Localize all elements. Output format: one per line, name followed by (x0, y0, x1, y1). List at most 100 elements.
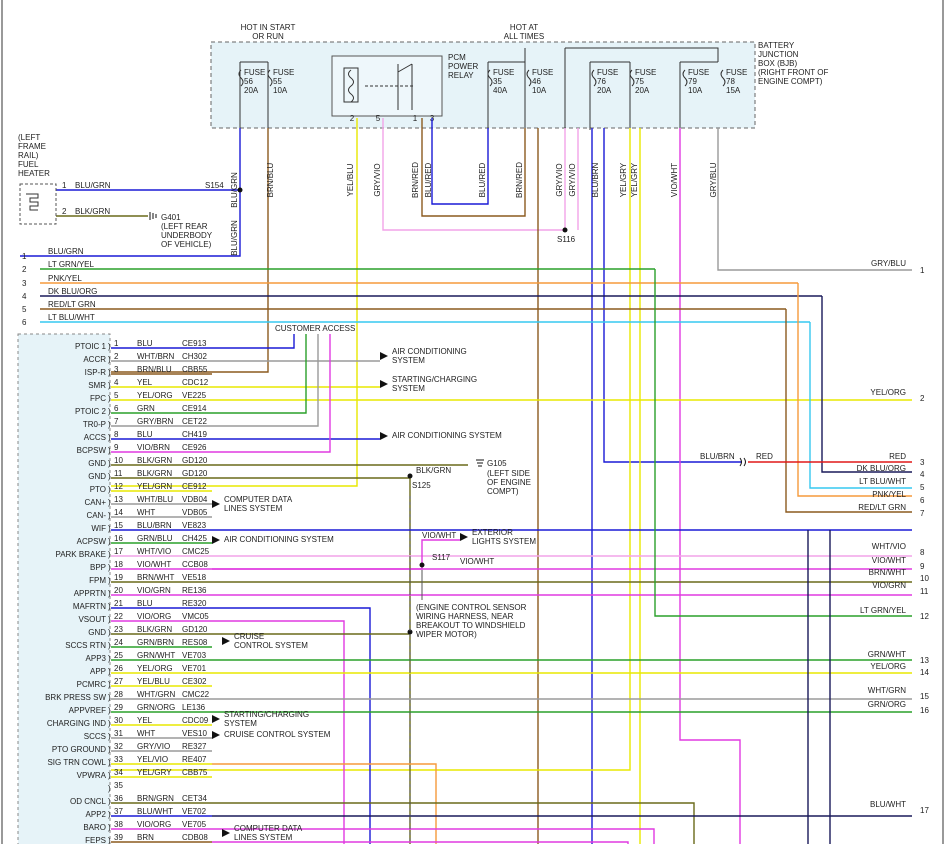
g105-desc-line: (LEFT SIDE (487, 469, 530, 478)
wire (212, 334, 307, 414)
pcm-pin-bracket: ) (108, 420, 111, 429)
pcm-circuit-id: GD120 (182, 469, 208, 478)
vertical-wire-label: GRY/VIO (555, 163, 564, 196)
fuse-number: 35 (493, 77, 502, 86)
wire-gry-vio-s116 (382, 118, 566, 231)
fuse-word: FUSE (635, 68, 656, 77)
relay-coil (343, 63, 415, 110)
pcm-wire-color: BRN/BLU (137, 365, 172, 374)
wire-gry-blu (717, 128, 912, 271)
pcm-wire-color: YEL/ORG (137, 664, 173, 673)
fuel-heater-label-line: HEATER (18, 169, 50, 178)
system-arrows: AIR CONDITIONINGSYSTEMSTARTING/CHARGINGS… (212, 347, 536, 842)
pcm-pin-number: 9 (114, 443, 119, 452)
pcm-pin-name: PTO GROUND (52, 745, 106, 754)
pcm-pin-bracket: ) (108, 433, 111, 442)
fuse-icon (238, 69, 244, 87)
pcm-pin-name: ACCS (84, 433, 106, 442)
wire-lt-blu-wht (809, 322, 912, 489)
pcm-pin-name: CHARGING IND (47, 719, 106, 728)
pcm-pin-bracket: ) (108, 667, 111, 676)
right-row-label: RED/LT GRN (858, 503, 906, 512)
fuse-icon (591, 69, 597, 87)
right-row-pin: 16 (920, 706, 929, 715)
pcm-wire-color: GRN/WHT (137, 651, 175, 660)
system-arrow-label: LIGHTS SYSTEM (472, 537, 536, 546)
pcm-wire-color: WHT (137, 508, 155, 517)
pcm-pin-name: SCCS (84, 732, 106, 741)
system-arrow: AIR CONDITIONING SYSTEM (380, 431, 502, 440)
pcm-pin-number: 39 (114, 833, 123, 842)
harness-note-line: BREAKOUT TO WINDSHIELD (416, 621, 526, 630)
pcm-pin-name: SIG TRN COWL (47, 758, 106, 767)
pcm-pin-number: 33 (114, 755, 123, 764)
pcm-pin-name: CAN- (86, 511, 106, 520)
top-right-out-pin: 1 (920, 266, 925, 275)
pcm-pin-name: ACPSW (77, 537, 107, 546)
system-arrow-label: AIR CONDITIONING SYSTEM (392, 431, 502, 440)
pcm-row: )35 (108, 781, 123, 793)
wire (212, 620, 345, 844)
inline-connector-right-label: RED (756, 452, 773, 461)
fuse-amperage: 15A (726, 86, 741, 95)
relay-label-line: PCM (448, 53, 466, 62)
pcm-wire-color: WHT/GRN (137, 690, 175, 699)
bjb-label-line: BOX (BJB) (758, 59, 797, 68)
pcm-circuit-id: GD120 (182, 625, 208, 634)
relay-label-line: RELAY (448, 71, 474, 80)
bjb-label-line: JUNCTION (758, 50, 799, 59)
left-connector-pin: 6 (22, 318, 27, 327)
pcm-circuit-id: CET22 (182, 417, 207, 426)
pcm-pin-name: GND (88, 628, 106, 637)
pcm-circuit-id: VMC05 (182, 612, 209, 621)
bjb-label-line: ENGINE COMPT) (758, 77, 823, 86)
fuse-amperage: 20A (635, 86, 650, 95)
fuse-icon (526, 69, 532, 87)
wire-yel-gry (111, 128, 631, 771)
pcm-wire-color: BLK/GRN (137, 469, 172, 478)
pcm-pin-number: 36 (114, 794, 123, 803)
splice-s117: S117 (432, 553, 451, 562)
pcm-connector-box (17, 333, 111, 844)
pcm-circuit-id: GD120 (182, 456, 208, 465)
pcm-pin-name: FEPS (85, 836, 106, 844)
left-connector-pin: 1 (22, 252, 27, 261)
pcm-circuit-id: CDB08 (182, 833, 208, 842)
vertical-wire-label: BRN/BLU (266, 162, 275, 197)
pcm-circuit-id: CBB75 (182, 768, 208, 777)
g105-wire-label: BLK/GRN (416, 466, 451, 475)
pcm-pin-bracket: ) (108, 758, 111, 767)
vertical-wire-label: BLU/BRN (591, 162, 600, 197)
wire-vio-wht (679, 128, 741, 844)
pcm-pin-number: 13 (114, 495, 123, 504)
pcm-pin-bracket: ) (108, 836, 111, 844)
pcm-circuit-id: VES10 (182, 729, 207, 738)
system-arrow: CRUISE CONTROL SYSTEM (212, 730, 331, 739)
wire (212, 334, 295, 349)
fuse-number: 46 (532, 77, 541, 86)
vertical-wire-label: GRY/BLU (709, 162, 718, 197)
right-row-pin: 4 (920, 470, 925, 479)
right-row-label: YEL/ORG (870, 388, 906, 397)
fuse-amperage: 20A (597, 86, 612, 95)
arrow-head-icon (222, 829, 230, 837)
pcm-pin-number: 20 (114, 586, 123, 595)
right-row-label: DK BLU/ORG (857, 464, 906, 473)
pcm-pin-number: 23 (114, 625, 123, 634)
